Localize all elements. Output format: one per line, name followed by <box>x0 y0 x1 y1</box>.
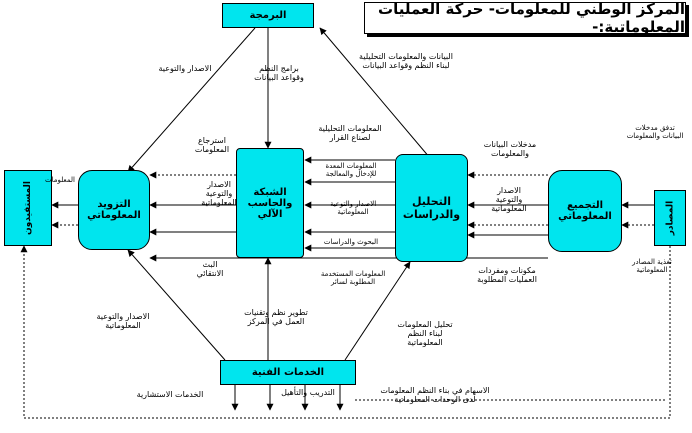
label-contribute: الاسهام في بناء النظم المعلومات لدى الوح… <box>380 386 490 405</box>
node-programming: البرمجة <box>222 3 314 28</box>
label-flow-data: تدفق مدخلات البيانات والمعلومات <box>626 124 684 141</box>
label-consulting: الخدمات الاستشارية <box>136 390 204 399</box>
label-prepared-info: المعلومات المعدة للإدخال والمعالجة <box>325 162 377 179</box>
label-analytic-info: المعلومات التحليلية لصناع القرار <box>318 124 382 143</box>
node-supply: التزويد المعلوماتي <box>78 170 150 250</box>
label-needed-info: المعلومات المستخدمة المطلوبة لسائر <box>320 270 386 287</box>
label-issue-aware-mid: الاصدار والتوعية المعلوماتية <box>329 200 377 217</box>
label-develop: تطوير نظم وتقنيات العمل في المركز <box>244 308 308 327</box>
label-analytic-data: البيانات والمعلومات التحليلية لبناء النظ… <box>359 52 453 71</box>
label-issue-left: الاصدار والتوعية <box>158 64 212 73</box>
edge-programming-supply <box>127 27 256 173</box>
label-research-studies: البحوث والدراسات <box>323 238 379 246</box>
label-info-side: المعلومات <box>45 176 75 184</box>
diagram-title: المركز الوطني للمعلومات- حركة العمليات ا… <box>364 0 686 36</box>
label-training: التدريب والتأهيل <box>281 388 335 397</box>
node-sources: المصادر <box>654 190 686 246</box>
label-systems-programs: برامج النظم وقواعد البيانات <box>254 64 304 83</box>
node-beneficiaries: المستفيدون <box>4 170 52 246</box>
edge-technical-supply <box>127 249 226 361</box>
node-supply-label: التزويد المعلوماتي <box>87 199 141 221</box>
label-retrieval: استرجاع المعلومات <box>194 136 230 155</box>
node-network: الشبكة والحاسب الآلي <box>236 148 304 258</box>
node-beneficiaries-label: المستفيدون <box>23 181 33 235</box>
label-outsourcing: البث الانتقائي <box>196 260 224 279</box>
node-technical: الخدمات الفنية <box>220 360 356 385</box>
label-data-inputs: مدخلات البيانات والمعلومات <box>483 140 537 159</box>
node-gathering: التجميع المعلوماتي <box>548 170 622 252</box>
node-programming-label: البرمجة <box>249 10 287 21</box>
edge-analysis-programming <box>319 27 431 159</box>
node-analysis-label: التحليل والدراسات <box>402 195 461 221</box>
label-issue-aware-mid-left: الاصدار والتوعية المعلوماتية <box>201 180 237 208</box>
node-network-label: الشبكة والحاسب الآلي <box>247 186 293 220</box>
label-issue-bottom-left: الاصدار والتوعية المعلوماتية <box>96 312 150 331</box>
node-technical-label: الخدمات الفنية <box>251 367 325 378</box>
label-source-issue: تغذية المصادر المعلوماتية <box>632 258 672 275</box>
label-issue-aware-right: الاصدار والتوعية المعلوماتية <box>491 186 527 214</box>
dashed-outer-loop <box>20 245 671 419</box>
node-gathering-label: التجميع المعلوماتي <box>558 200 612 222</box>
label-components: مكونات ومفردات العمليات المطلوبة <box>477 266 537 285</box>
node-sources-label: المصادر <box>665 200 676 236</box>
node-analysis: التحليل والدراسات <box>395 154 468 262</box>
label-analyze-build: تحليل المعلومات لبناء النظم المعلوماتية <box>397 320 453 348</box>
edge-technical-analysis <box>344 261 411 361</box>
